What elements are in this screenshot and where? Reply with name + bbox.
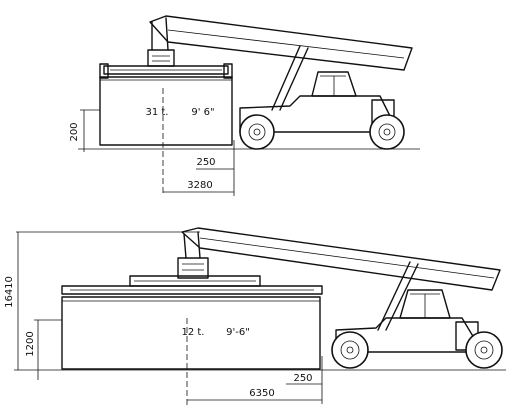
- bottom-container: [61, 296, 321, 370]
- bottom-height-dim: 1200: [25, 331, 36, 356]
- bottom-lift-dim: 16410: [4, 276, 15, 308]
- bottom-rear-wheel: [465, 331, 503, 369]
- top-reach-dim: 3280: [187, 180, 212, 191]
- bottom-container-label: 9'-6": [226, 327, 250, 338]
- bottom-reach-dim: 6350: [249, 388, 274, 399]
- top-view: 200 250 3280 31 t. 9' 6": [69, 15, 420, 196]
- top-container-label: 9' 6": [191, 107, 214, 118]
- bottom-boom: [181, 227, 501, 291]
- bottom-front-wheel: [331, 331, 369, 369]
- bottom-rotator: [177, 257, 209, 279]
- top-rear-wheel: [369, 114, 405, 150]
- top-offset-dim: 250: [196, 157, 215, 168]
- bottom-view: 16410 1200 250 6350 12 t. 9'-6": [4, 227, 506, 406]
- bottom-load-label: 12 t.: [181, 327, 204, 338]
- bottom-cab: [399, 289, 451, 319]
- top-front-wheel: [239, 114, 275, 150]
- top-height-dim: 200: [69, 122, 80, 141]
- top-cab: [311, 71, 357, 97]
- bottom-offset-dim: 250: [293, 373, 312, 384]
- top-rotator: [147, 49, 175, 67]
- top-container: [99, 76, 233, 146]
- top-boom: [149, 15, 413, 71]
- top-load-label: 31 t.: [145, 107, 168, 118]
